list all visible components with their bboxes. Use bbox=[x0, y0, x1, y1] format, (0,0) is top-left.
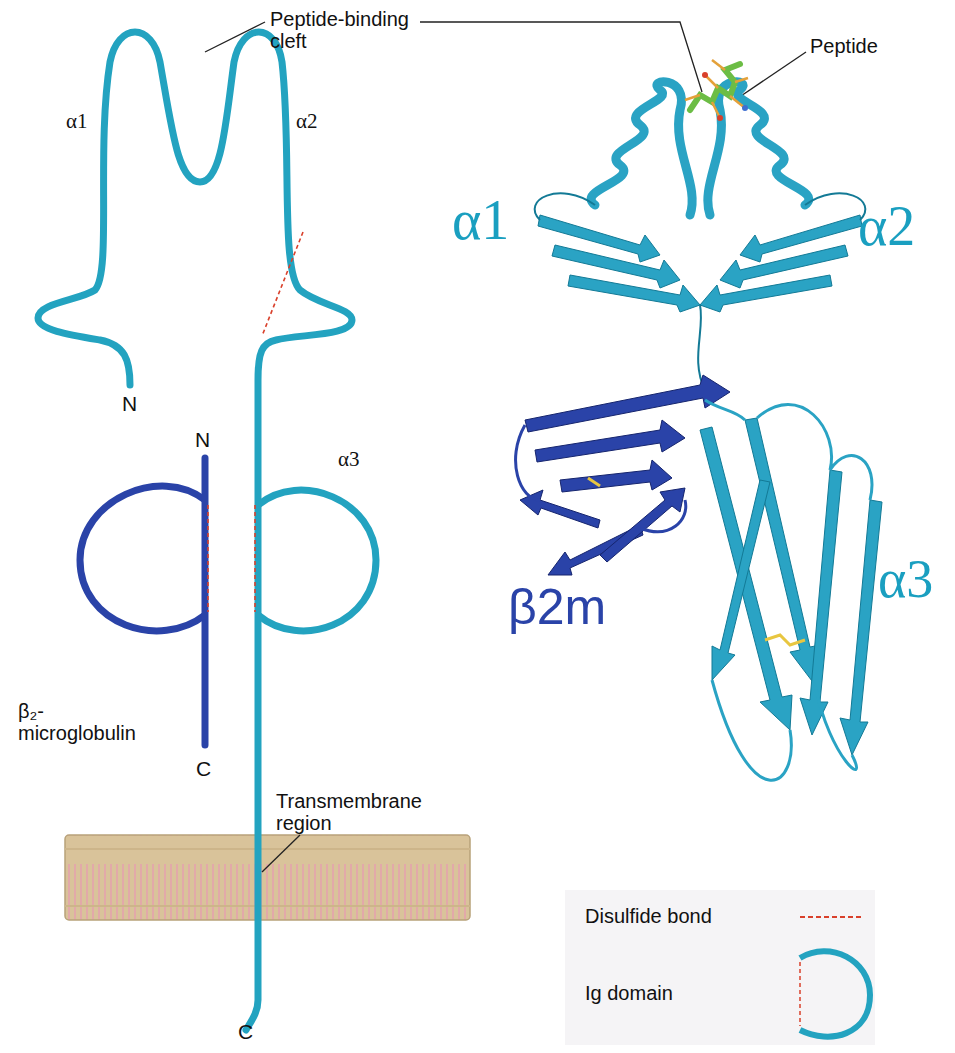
alpha3-ig-loop bbox=[258, 490, 376, 631]
ribbon-alpha1-alpha2 bbox=[538, 215, 862, 312]
domain-label: α3 bbox=[878, 550, 933, 609]
domain-label: α2 bbox=[858, 196, 915, 258]
terminus-label: N bbox=[195, 428, 210, 451]
membrane bbox=[65, 835, 470, 920]
legend-text: Disulfide bond bbox=[585, 905, 712, 927]
alpha3-disulfide bbox=[765, 635, 805, 645]
ribbon-loops bbox=[535, 193, 866, 400]
b2m-ig-loop bbox=[80, 486, 205, 631]
terminus-label: N bbox=[122, 392, 137, 415]
b2m-loops bbox=[516, 425, 686, 532]
b2m-chain bbox=[202, 458, 209, 745]
b2m-disulfide bbox=[588, 478, 600, 486]
ribbon-b2m bbox=[520, 375, 730, 575]
alpha-chain bbox=[38, 32, 352, 1030]
ribbon-helices bbox=[591, 82, 809, 215]
chain-label: β₂-microglobulin bbox=[18, 700, 158, 744]
domain-label: α1 bbox=[452, 190, 509, 252]
peptide-sticks bbox=[685, 60, 748, 121]
ribbon-alpha3 bbox=[700, 418, 882, 755]
legend-disulfide-sample bbox=[800, 916, 862, 918]
domain-label: α1 bbox=[66, 110, 88, 133]
disulfide-bonds bbox=[208, 232, 303, 612]
terminus-label: C bbox=[196, 757, 211, 780]
domain-label: α3 bbox=[338, 448, 360, 471]
callout-label: Peptide bbox=[810, 35, 878, 57]
chain-label: β2m bbox=[508, 580, 606, 635]
callout-label: Transmembrane region bbox=[276, 790, 446, 834]
callout-label: Peptide-binding cleft bbox=[270, 8, 440, 52]
legend-text: Ig domain bbox=[585, 982, 673, 1004]
legend-ig-disulfide bbox=[799, 962, 801, 1026]
terminus-label: C bbox=[238, 1020, 253, 1043]
legend-ig-sample bbox=[800, 951, 870, 1036]
alpha3-loops bbox=[705, 400, 872, 780]
domain-label: α2 bbox=[296, 110, 318, 133]
